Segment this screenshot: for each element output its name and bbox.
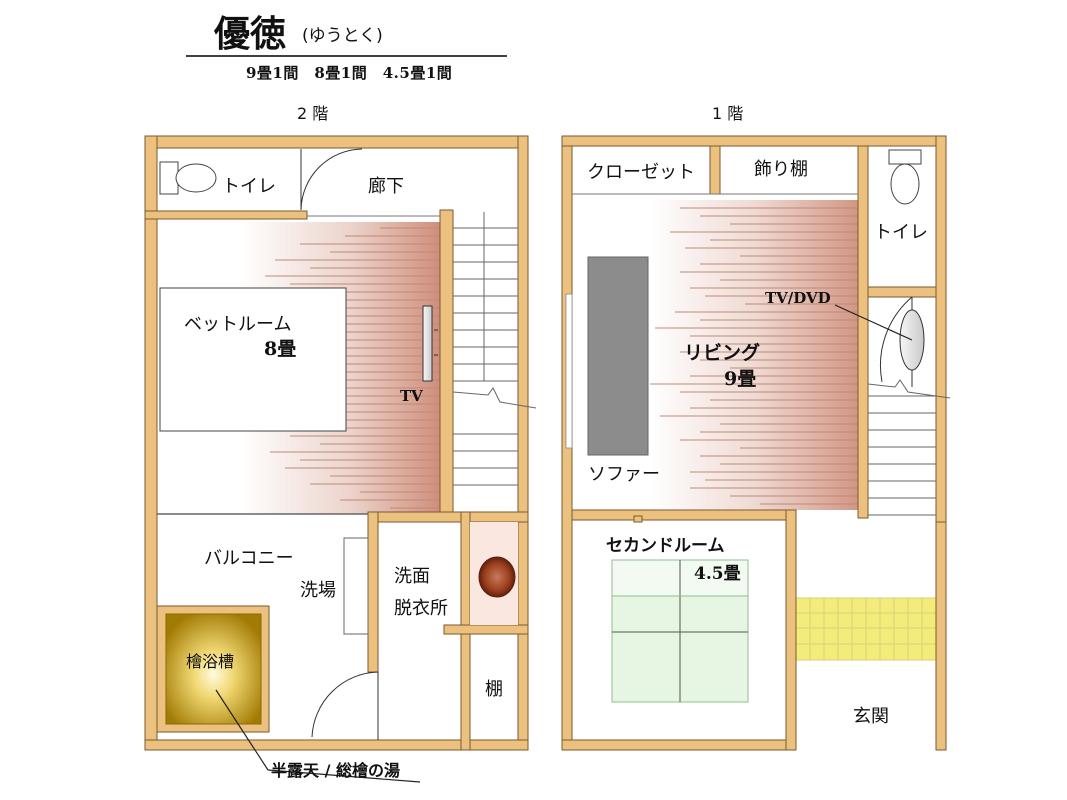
label-bedroom: ベットルーム (184, 314, 292, 335)
label-balcony: バルコニー (204, 548, 294, 569)
label-washing-area: 洗場 (300, 580, 336, 601)
entrance-tile (795, 597, 937, 661)
label-living-size: 9畳 (724, 368, 757, 390)
title-reading: (ゆうとく) (302, 26, 383, 46)
label-living: リビング (684, 342, 761, 364)
tv-2f (422, 305, 433, 382)
floor-2-label: 2 階 (297, 104, 329, 123)
floor-1-plan (561, 135, 951, 751)
label-washroom-2: 脱衣所 (394, 598, 448, 619)
label-second-room-size: 4.5畳 (694, 564, 741, 584)
label-second-room: セカンドルーム (606, 536, 725, 556)
bath-door (311, 671, 379, 740)
sink (478, 556, 516, 598)
label-tv-dvd: TV/DVD (765, 289, 831, 307)
label-display-shelf: 飾り棚 (754, 159, 808, 180)
floor-2-walls (144, 135, 529, 751)
label-closet: クローゼット (587, 162, 695, 183)
bed (159, 287, 347, 432)
page-title: 優徳 (214, 13, 287, 55)
label-entrance: 玄関 (853, 706, 889, 727)
label-bedroom-size: 8畳 (264, 338, 297, 360)
washing-bench (343, 537, 369, 635)
second-room-tatami (611, 559, 749, 703)
toilet-door (300, 148, 363, 211)
stairs-2f (452, 212, 537, 486)
label-bath-caption: 半露天 / 総檜の湯 (271, 761, 400, 780)
label-tv-2f: TV (400, 387, 423, 405)
sofa (587, 256, 649, 456)
label-toilet-1f: トイレ (874, 222, 928, 243)
floor-1-label: 1 階 (712, 104, 744, 123)
label-bath: 檜浴槽 (186, 652, 235, 671)
floor-2-plan (144, 135, 537, 783)
living-floor-tint (650, 200, 860, 510)
toilet-fixture-1f (888, 149, 922, 205)
label-toilet-2f: トイレ (222, 176, 276, 197)
label-washroom-1: 洗面 (394, 566, 430, 587)
label-hallway: 廊下 (368, 176, 404, 197)
label-sofa: ソファー (588, 464, 660, 485)
toilet-fixture-2f (159, 161, 217, 195)
stairs-1f (867, 379, 951, 516)
room-summary: 9畳1間 8畳1間 4.5畳1間 (246, 64, 453, 82)
label-shelf: 棚 (485, 679, 503, 700)
